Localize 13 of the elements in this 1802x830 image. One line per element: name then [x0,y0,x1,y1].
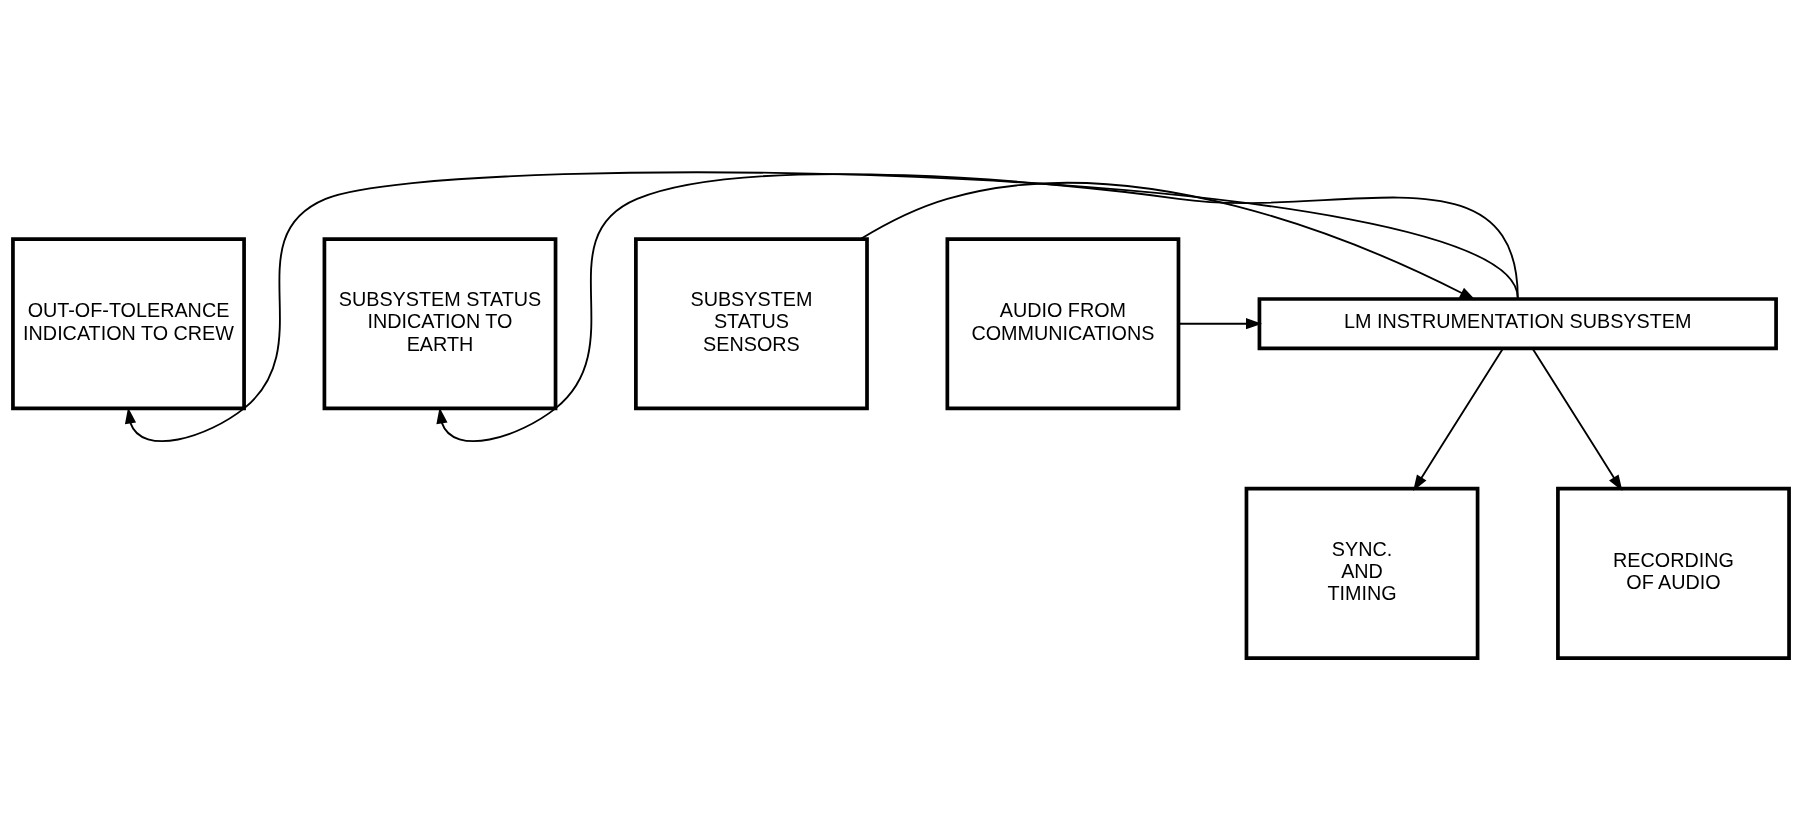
node-box: SYNC. AND TIMING [1244,486,1480,660]
node-box: SUBSYSTEM STATUS SENSORS [634,237,869,411]
arrow [124,171,1519,442]
node-box: SUBSYSTEM STATUS INDICATION TO EARTH [322,237,558,411]
arrow [1531,347,1623,491]
arrow [436,173,1519,442]
node-box: AUDIO FROM COMMUNICATIONS [945,237,1181,411]
node-box: RECORDING OF AUDIO [1556,486,1791,660]
arrow [859,182,1476,301]
node-box: LM INSTRUMENTATION SUBSYSTEM [1257,297,1778,351]
node-box: OUT-OF-TOLERANCE INDICATION TO CREW [11,237,246,411]
arrow [1177,318,1263,330]
arrow [1413,347,1504,491]
